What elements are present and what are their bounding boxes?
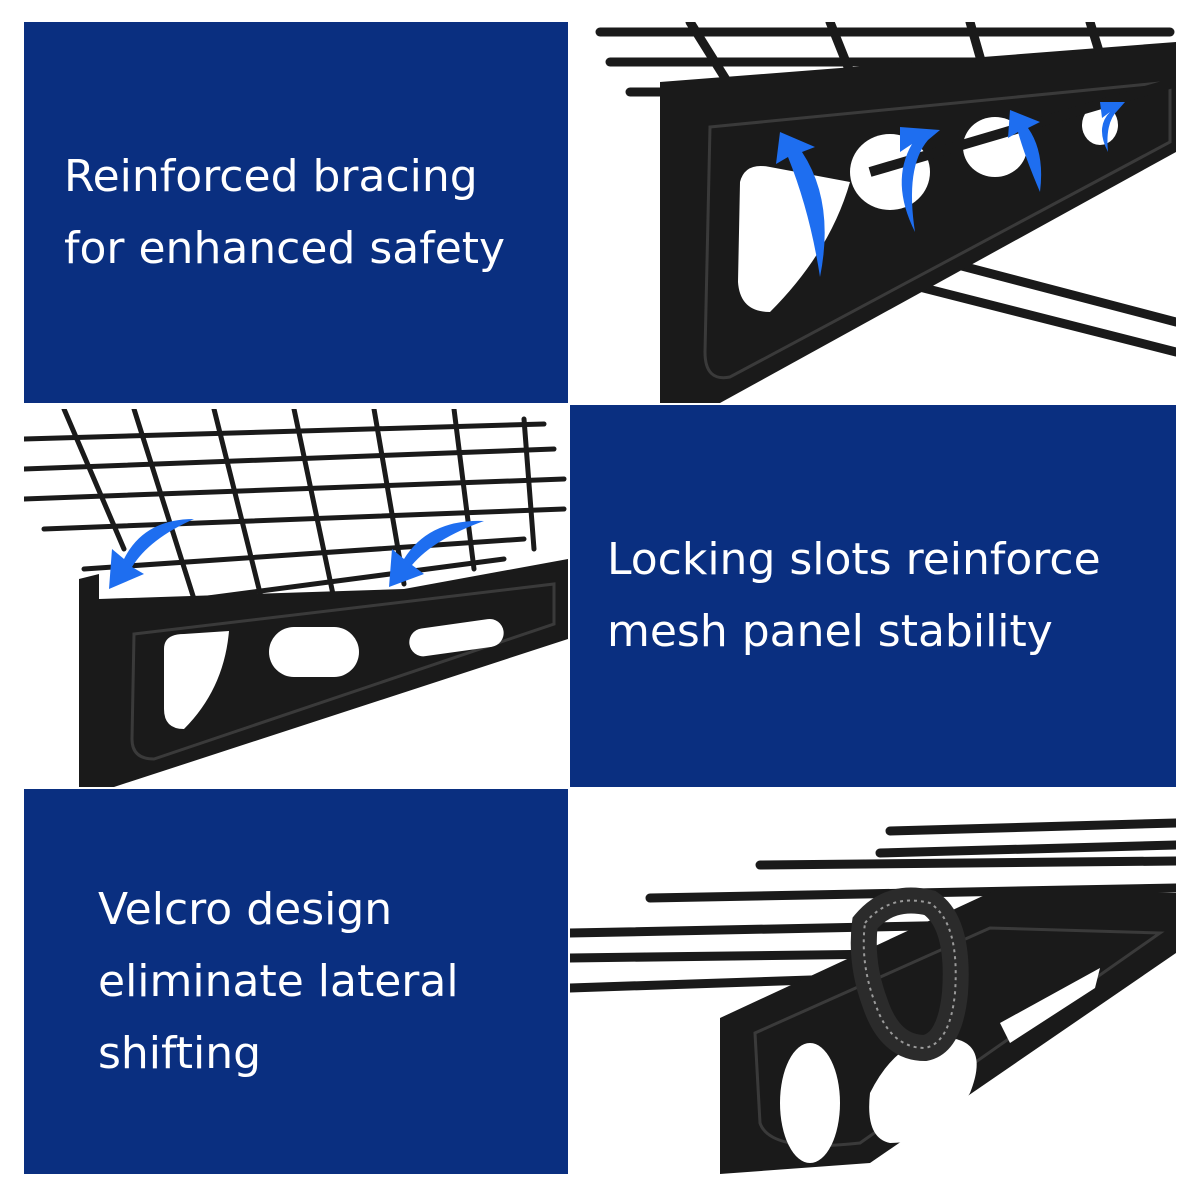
feature-panel-bracing: Reinforced bracing for enhanced safety <box>24 22 568 403</box>
curved-arrow-icon <box>109 519 484 589</box>
velcro-strap-icon <box>850 887 969 1062</box>
feature-text-velcro: Velcro design eliminate lateral shifting <box>98 883 459 1079</box>
photo-locking-slots <box>24 409 568 787</box>
feature-panel-locking-slots: Locking slots reinforce mesh panel stabi… <box>570 405 1176 787</box>
feature-text-locking-slots: Locking slots reinforce mesh panel stabi… <box>607 534 1101 657</box>
velcro-illustration <box>570 818 1176 1174</box>
photo-bracing-closeup <box>570 22 1176 403</box>
feature-text-bracing: Reinforced bracing for enhanced safety <box>64 150 506 274</box>
bracing-illustration <box>595 22 1176 403</box>
photo-velcro-strap <box>570 793 1176 1174</box>
curved-arrow-icon <box>776 102 1125 277</box>
feature-panel-velcro: Velcro design eliminate lateral shifting <box>24 789 568 1174</box>
locking-slot-illustration <box>24 409 568 787</box>
